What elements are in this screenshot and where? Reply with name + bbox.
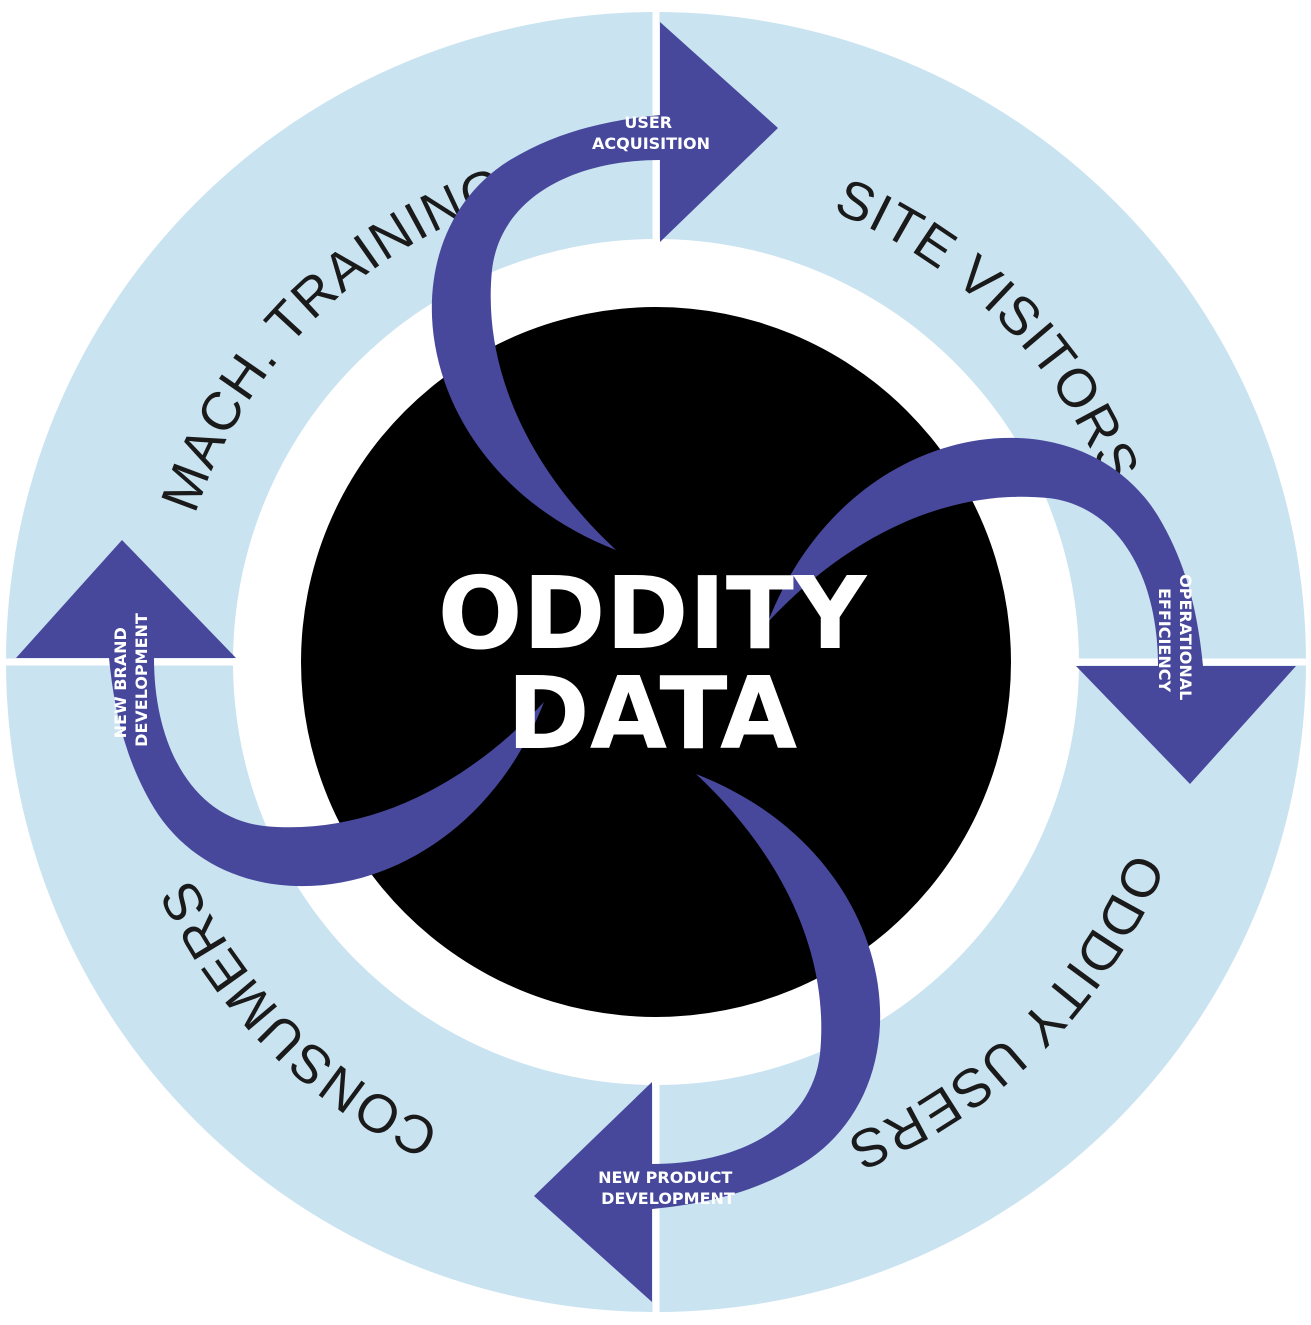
arrow-operational-efficiency: OPERATIONAL EFFICIENCY	[768, 437, 1296, 784]
arrow-new-brand-development: NEW BRAND DEVELOPMENT	[16, 540, 544, 887]
center-title-line2: DATA	[507, 655, 797, 772]
core-circle	[301, 307, 1011, 1017]
arrow-label-new-product-development: NEW PRODUCT DEVELOPMENT	[598, 1168, 738, 1208]
arrow-label-operational-efficiency: OPERATIONAL EFFICIENCY	[1155, 574, 1195, 706]
center-title-line1: ODDITY	[438, 555, 868, 672]
arrow-new-product-development: NEW PRODUCT DEVELOPMENT	[534, 774, 881, 1302]
arrow-label-new-brand-development: NEW BRAND DEVELOPMENT	[111, 613, 151, 747]
arrow-label-user-acquisition: USER ACQUISITION	[592, 113, 710, 153]
arrow-user-acquisition: USER ACQUISITION	[431, 22, 778, 550]
